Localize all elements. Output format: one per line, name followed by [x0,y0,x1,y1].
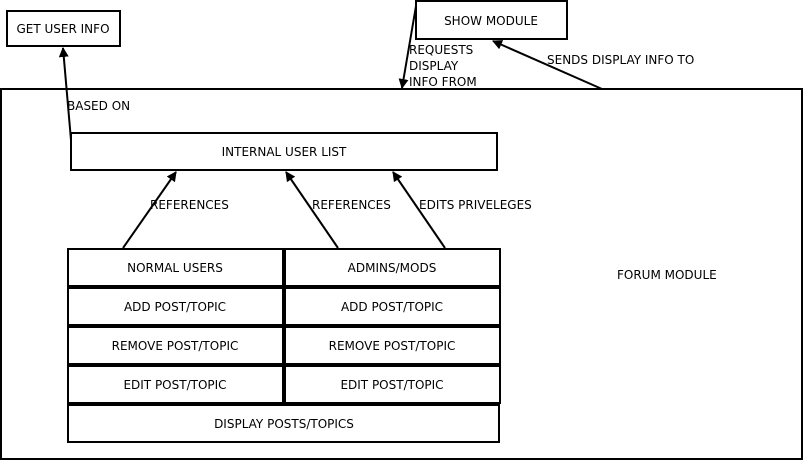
show-module-label: SHOW MODULE [444,14,538,28]
based-on-arrow [58,47,72,141]
remove-post-right-label: REMOVE POST/TOPIC [329,339,456,353]
add-post-left-label: ADD POST/TOPIC [124,300,226,314]
internal-user-list-label: INTERNAL USER LIST [222,145,347,159]
internal-user-list-box [70,132,498,171]
remove-post-left-cell [67,326,284,365]
references-label-2: REFERENCES [312,198,391,212]
remove-post-right-cell [284,326,501,365]
requests-label-3: INFO FROM [409,75,477,89]
get-user-info-box [6,10,121,47]
edits-priveleges-label: EDITS PRIVELEGES [419,198,532,212]
normal-users-cell [67,248,284,287]
remove-post-left-label: REMOVE POST/TOPIC [112,339,239,353]
display-posts-cell [67,404,500,443]
based-on-label: BASED ON [67,99,130,113]
edits-priveleges-arrow [392,171,446,249]
sends-display-arrow [492,40,603,90]
forum-module-label: FORUM MODULE [617,268,717,282]
add-post-right-cell [284,287,501,326]
requests-label-2: DISPLAY [409,59,459,73]
edit-post-left-label: EDIT POST/TOPIC [123,378,226,392]
display-posts-label: DISPLAY POSTS/TOPICS [214,417,354,431]
references-arrow-1 [122,171,177,249]
normal-users-label: NORMAL USERS [127,261,223,275]
show-module-box [415,0,568,40]
requests-arrow [398,5,417,89]
references-arrow-2 [285,171,339,249]
add-post-left-cell [67,287,284,326]
get-user-info-label: GET USER INFO [16,22,109,36]
edit-post-right-label: EDIT POST/TOPIC [340,378,443,392]
edit-post-left-cell [67,365,284,404]
requests-label-1: REQUESTS [409,43,473,57]
admins-mods-label: ADMINS/MODS [348,261,437,275]
references-label-1: REFERENCES [150,198,229,212]
admins-mods-cell [284,248,501,287]
sends-display-label: SENDS DISPLAY INFO TO [547,53,694,67]
edit-post-right-cell [284,365,501,404]
add-post-right-label: ADD POST/TOPIC [341,300,443,314]
